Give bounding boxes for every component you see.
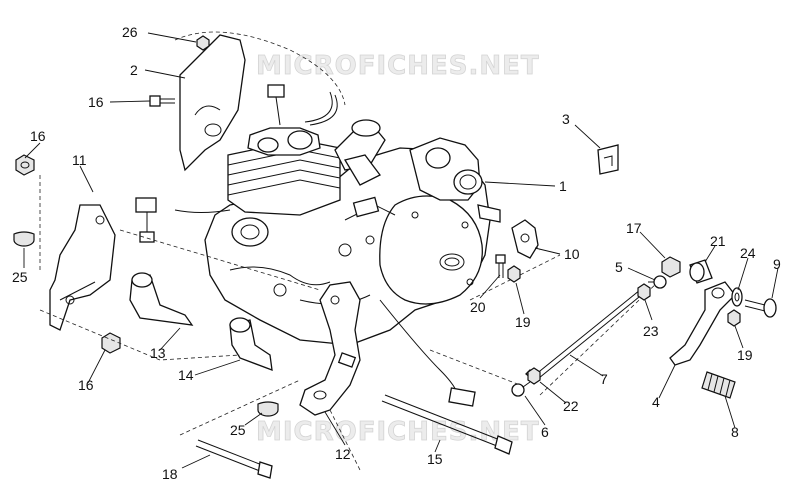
bolt-17 <box>195 439 273 479</box>
bushing-25-bottom <box>257 401 279 417</box>
shift-rod-7 <box>525 289 645 383</box>
nut-23 <box>637 283 651 301</box>
bracket-10 <box>511 219 539 259</box>
nut-16-right <box>661 256 681 278</box>
bolt-15 <box>381 394 513 455</box>
callout-26: 26 <box>122 24 138 40</box>
watermark-bottom: MICROFICHES.NET <box>256 417 540 447</box>
callout-2: 2 <box>130 62 138 78</box>
clip-3 <box>597 144 619 175</box>
sprocket-cover <box>174 31 346 172</box>
nut-19-center <box>507 265 521 283</box>
callout-8: 8 <box>731 424 739 440</box>
callout-23: 23 <box>643 323 659 339</box>
nut-16-top <box>15 154 35 176</box>
callout-25-left: 25 <box>12 269 28 285</box>
callout-18: 16 <box>88 94 104 110</box>
screw-20 <box>495 254 506 278</box>
peg-rubber-8 <box>701 371 736 399</box>
callout-21: 21 <box>710 233 726 249</box>
engine-assembly <box>135 84 501 407</box>
callout-1: 1 <box>559 178 567 194</box>
washer-24 <box>731 287 743 307</box>
nut-22 <box>527 367 541 385</box>
callout-12: 12 <box>335 446 351 462</box>
link-13 <box>129 272 194 326</box>
ball-joint-5 <box>648 275 667 289</box>
callout-19-center: 19 <box>515 314 531 330</box>
bushing-21 <box>689 259 713 284</box>
callout-16-right: 17 <box>626 220 642 236</box>
callout-20: 20 <box>470 299 486 315</box>
callout-labels: 26 2 16 3 1 10 16 11 25 13 16 14 25 18 1… <box>12 24 781 482</box>
callout-10: 10 <box>564 246 580 262</box>
callout-16-top: 16 <box>30 128 46 144</box>
bushing-25-left <box>13 231 35 247</box>
callout-24: 24 <box>740 245 756 261</box>
ball-joint-6 <box>511 381 531 397</box>
callout-19-right: 19 <box>737 347 753 363</box>
callout-16-bottom: 16 <box>78 377 94 393</box>
bolt-9 <box>744 298 777 318</box>
callout-15: 15 <box>427 451 443 467</box>
callout-9: 9 <box>773 256 781 272</box>
callout-5: 5 <box>615 259 623 275</box>
link-14 <box>229 317 273 371</box>
callout-6: 6 <box>541 424 549 440</box>
watermark-top: MICROFICHES.NET <box>256 51 540 81</box>
callout-4: 4 <box>652 394 660 410</box>
leader-lines <box>23 32 779 469</box>
nut-19-right <box>727 309 741 327</box>
callout-13: 13 <box>150 345 166 361</box>
callout-17: 18 <box>162 466 178 482</box>
bracket-11 <box>39 175 116 331</box>
callout-3: 3 <box>562 111 570 127</box>
shift-lever-4 <box>669 281 736 366</box>
screw-18 <box>149 95 175 107</box>
nut-26 <box>196 35 210 51</box>
callout-7: 7 <box>600 371 608 387</box>
callout-25-bottom: 25 <box>230 422 246 438</box>
callout-14: 14 <box>178 367 194 383</box>
callout-22: 22 <box>563 398 579 414</box>
callout-11: 11 <box>72 152 87 168</box>
